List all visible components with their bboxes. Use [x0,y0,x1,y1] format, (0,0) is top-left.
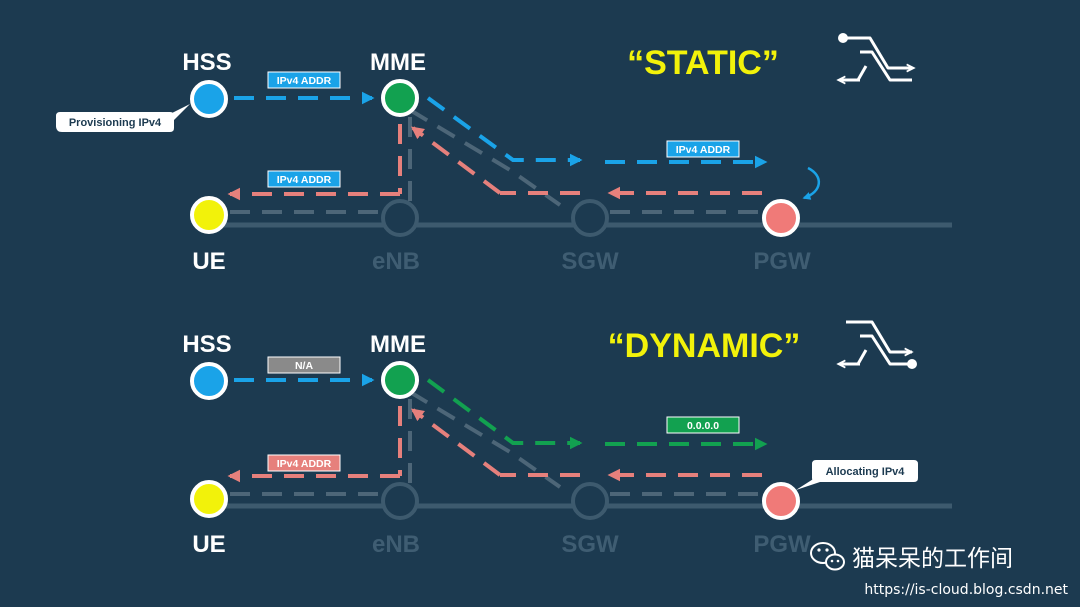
sgw-node [571,199,609,237]
dynamic-diagram: HSS MME UE eNB SGW PGW “DYNAMIC” N/A IPv… [182,320,952,558]
label-mme-to-ue: IPv4 ADDR [267,454,341,472]
hss-node [190,80,228,118]
gray-dashed-paths [230,390,762,496]
ue-node [190,480,228,518]
flow-junction-to-mme [410,126,502,195]
static-diagram: HSS MME UE eNB SGW PGW “STATIC” IPv4 ADD… [56,33,952,275]
sgw-label: SGW [561,248,619,275]
watermark-name: 猫呆呆的工作间 [852,546,1013,572]
allocating-callout-text: Allocating IPv4 [826,466,906,478]
enb-label: eNB [372,531,420,558]
pgw-label: PGW [753,531,811,558]
hss-label: HSS [182,331,231,358]
sgw-label: SGW [561,531,619,558]
label-mme-to-ue: IPv4 ADDR [267,170,341,188]
ue-label: UE [192,531,225,558]
provisioning-callout-text: Provisioning IPv4 [69,117,162,129]
label-sgw-to-pgw-text: IPv4 ADDR [676,144,731,156]
pgw-label: PGW [753,248,811,275]
label-hss-to-mme-text: IPv4 ADDR [277,75,332,87]
label-mme-to-ue-text: IPv4 ADDR [277,458,332,470]
mme-node [381,361,419,399]
mme-label: MME [370,331,426,358]
static-title: “STATIC” [627,44,779,82]
label-hss-to-mme: N/A [267,356,341,374]
gray-dashed-paths [230,108,762,214]
enb-label: eNB [372,248,420,275]
label-hss-to-mme: IPv4 ADDR [267,71,341,89]
ue-node [190,196,228,234]
watermark: 猫呆呆的工作间 https://is-cloud.blog.csdn.net [810,542,1069,598]
flow-mme-to-sgw [426,378,583,450]
static-route-icon [838,33,912,80]
provisioning-callout: Provisioning IPv4 [56,104,190,132]
label-sgw-to-pgw-text: 0.0.0.0 [687,420,719,432]
mme-label: MME [370,49,426,76]
label-mme-to-ue-text: IPv4 ADDR [277,174,332,186]
dynamic-title: “DYNAMIC” [608,327,801,365]
enb-node [381,482,419,520]
pgw-node [762,199,800,237]
sgw-node [571,482,609,520]
pgw-curve-arrow [802,166,820,200]
watermark-url: https://is-cloud.blog.csdn.net [864,582,1068,598]
hss-node [190,362,228,400]
label-sgw-to-pgw: IPv4 ADDR [666,140,740,158]
pgw-node [762,482,800,520]
mme-node [381,79,419,117]
label-hss-to-mme-text: N/A [295,360,314,372]
dynamic-route-icon [840,320,917,369]
allocating-callout: Allocating IPv4 [796,460,918,490]
flow-mme-to-sgw [426,96,583,167]
hss-label: HSS [182,49,231,76]
enb-node [381,199,419,237]
label-sgw-to-pgw: 0.0.0.0 [666,416,740,434]
flow-junction-to-mme [410,408,502,477]
ue-label: UE [192,248,225,275]
wechat-icon [810,542,845,571]
